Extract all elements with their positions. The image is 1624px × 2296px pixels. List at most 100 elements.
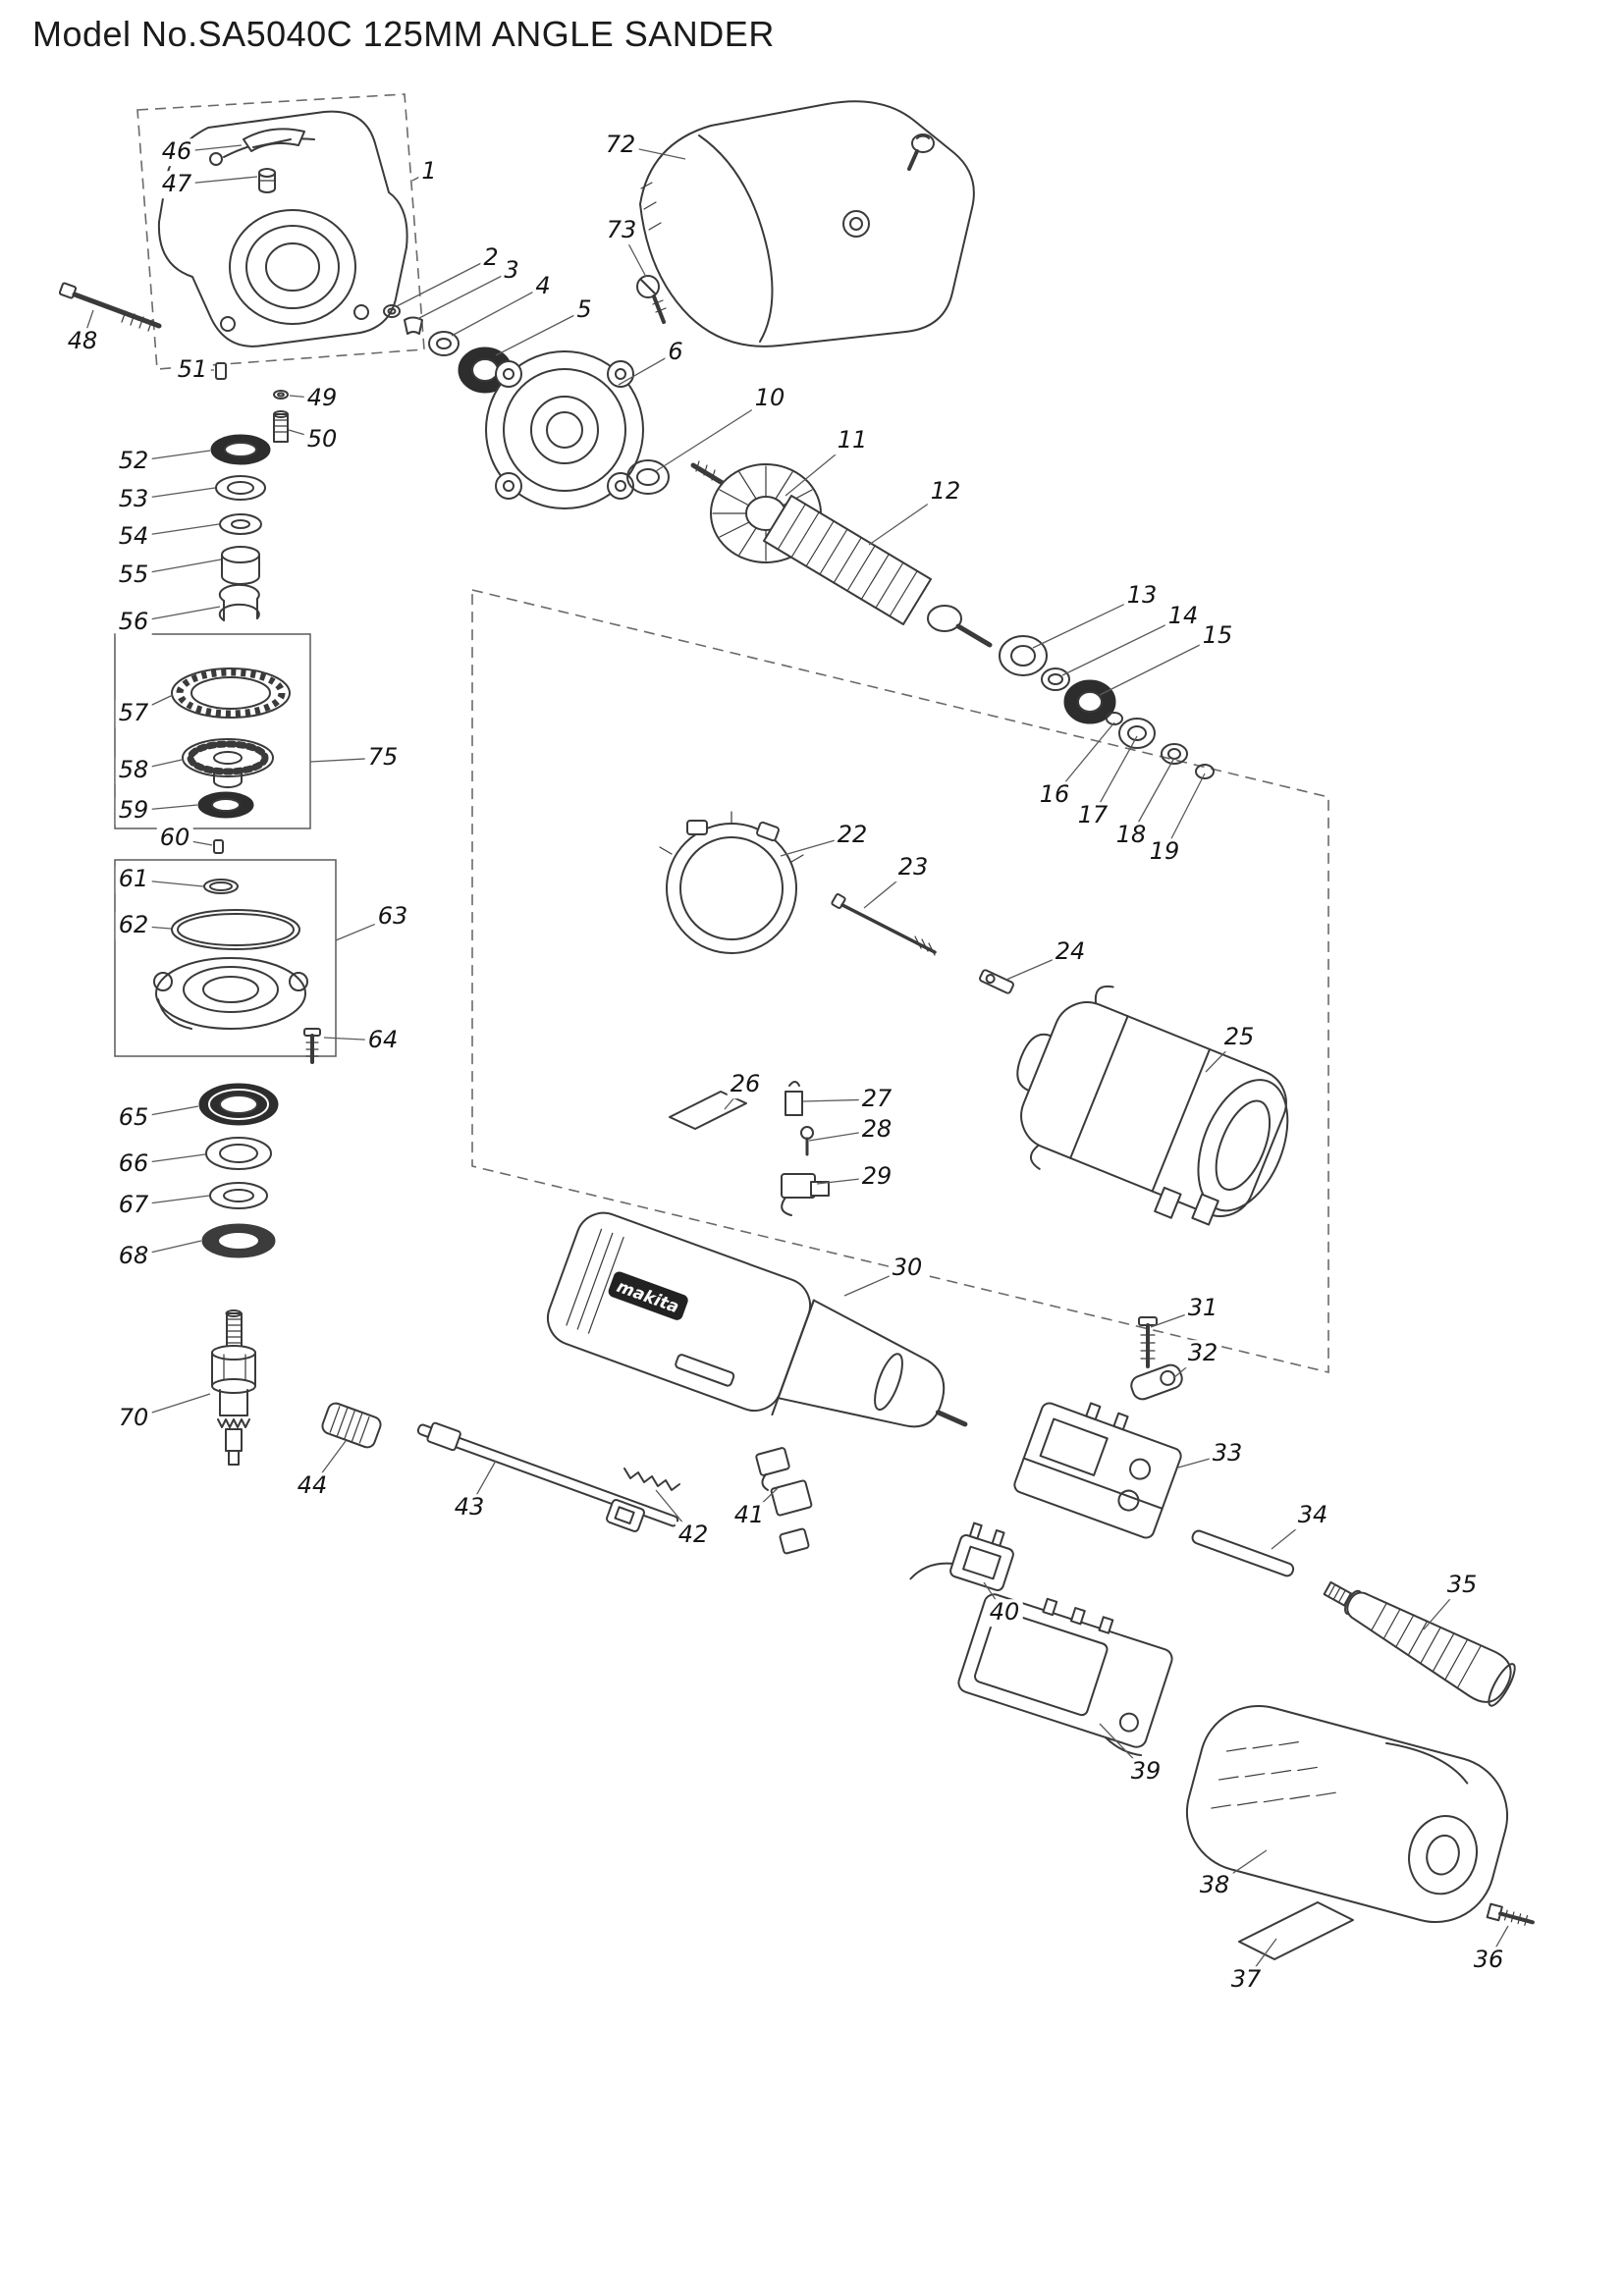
carbon-brush-drawing — [785, 1081, 803, 1116]
long-screw-drawing — [58, 282, 162, 332]
leader-line — [416, 270, 513, 320]
bevel-gear-drawing — [182, 738, 274, 788]
clip-24-drawing — [979, 969, 1014, 994]
part-number-label: 4 — [532, 273, 554, 300]
part-number-label: 30 — [889, 1255, 926, 1282]
part-number-label: 48 — [64, 328, 101, 355]
oring-62-drawing — [171, 909, 300, 950]
part-number-label: 59 — [115, 797, 152, 825]
bearing-box-drawing — [485, 350, 644, 509]
handle-cover-drawing — [639, 100, 975, 347]
part-number-label: 58 — [115, 757, 152, 784]
spring-drawing — [623, 1468, 680, 1491]
part-number-label: 22 — [834, 822, 871, 849]
part-number-label: 31 — [1184, 1295, 1221, 1322]
wheel-cover-clamp-drawing — [659, 811, 804, 954]
part-number-label: 38 — [1196, 1872, 1233, 1899]
dashed-region-gear-housing — [136, 93, 425, 370]
part-number-label: 33 — [1209, 1440, 1246, 1468]
part-number-label: 2 — [480, 244, 502, 272]
part-number-label: 70 — [115, 1405, 152, 1432]
part-number-label: 19 — [1146, 838, 1183, 866]
part-number-label: 12 — [927, 478, 964, 506]
part-number-label: 66 — [115, 1150, 152, 1178]
part-number-label: 72 — [602, 132, 639, 159]
rear-cover-drawing — [1185, 1704, 1509, 1924]
part-number-label: 29 — [858, 1163, 895, 1191]
part-number-label: 42 — [675, 1522, 712, 1549]
part-number-label: 61 — [115, 866, 152, 893]
part-number-label: 32 — [1184, 1340, 1221, 1367]
part-number-label: 24 — [1052, 938, 1089, 966]
field-stator-drawing — [1016, 985, 1289, 1226]
part-number-label: 43 — [451, 1494, 488, 1522]
part-number-label: 39 — [1127, 1758, 1164, 1786]
brush-holder-29-drawing — [781, 1173, 830, 1216]
washer-2-drawing — [383, 304, 401, 318]
part-number-label: 11 — [834, 427, 871, 454]
part-number-label: 51 — [174, 356, 211, 384]
ring-16-drawing — [1106, 712, 1123, 725]
part-number-label: 14 — [1164, 603, 1202, 630]
leader-line — [1032, 595, 1143, 649]
part-number-label: 13 — [1123, 582, 1161, 610]
part-number-label: 3 — [501, 257, 522, 285]
pin-51-drawing — [215, 362, 227, 380]
brush-holder-41-drawing — [755, 1447, 813, 1555]
part-number-label: 23 — [894, 854, 932, 881]
gear-set-box — [114, 633, 311, 829]
washer-10-drawing — [626, 459, 670, 495]
gear-housing-drawing — [157, 110, 408, 347]
part-number-label: 27 — [858, 1086, 895, 1113]
part-number-label: 73 — [603, 217, 640, 244]
part-number-label: 64 — [364, 1027, 402, 1054]
part-number-label: 63 — [374, 903, 411, 931]
part-number-label: 75 — [364, 744, 402, 772]
leader-line — [396, 257, 492, 307]
part-number-label: 17 — [1074, 802, 1111, 829]
plate-32-drawing — [1130, 1363, 1183, 1401]
rod-34-drawing — [1191, 1529, 1295, 1577]
leader-line — [655, 398, 771, 472]
side-handle-drawing — [1323, 1580, 1516, 1707]
part-number-label: 52 — [115, 448, 152, 475]
part-number-label: 36 — [1470, 1947, 1507, 1974]
part-number-label: 34 — [1294, 1502, 1331, 1529]
bearing-flange-drawing — [153, 957, 308, 1030]
part-number-label: 25 — [1220, 1024, 1258, 1051]
screw-36-drawing — [1486, 1902, 1535, 1926]
part-number-label: 46 — [158, 138, 195, 166]
flange-set-box — [114, 859, 337, 1057]
sleeve-50-drawing — [273, 410, 289, 443]
washer-stack-drawing — [210, 434, 271, 621]
part-number-label: 28 — [858, 1116, 895, 1144]
leader-line — [1099, 635, 1218, 696]
dashed-region-motor — [471, 588, 1329, 1374]
part-number-label: 57 — [115, 700, 152, 727]
bearing-59-drawing — [197, 791, 254, 819]
switch-drawing — [1013, 1402, 1182, 1539]
name-label-drawing — [1238, 1901, 1354, 1960]
washer-14-drawing — [1041, 667, 1070, 691]
part-number-label: 5 — [573, 296, 595, 324]
part-number-label: 26 — [727, 1071, 764, 1098]
leader-line — [495, 309, 585, 356]
switch-knob-drawing — [321, 1402, 382, 1449]
part-number-label: 6 — [665, 339, 686, 366]
part-number-label: 18 — [1112, 822, 1150, 849]
part-number-label: 15 — [1199, 622, 1236, 650]
cone-3-drawing — [404, 316, 423, 335]
screw-28-drawing — [800, 1126, 814, 1156]
part-number-label: 53 — [115, 486, 152, 513]
part-number-label: 41 — [731, 1502, 768, 1529]
pin-60-drawing — [213, 839, 224, 854]
part-number-label: 40 — [986, 1599, 1023, 1627]
part-number-label: 35 — [1443, 1572, 1481, 1599]
part-number-label: 49 — [303, 385, 341, 412]
screw-73-drawing — [636, 275, 667, 324]
part-number-label: 60 — [156, 825, 193, 852]
motor-housing-drawing: makita — [547, 1211, 968, 1428]
leader-line — [1061, 615, 1184, 676]
part-number-label: 54 — [115, 523, 152, 551]
